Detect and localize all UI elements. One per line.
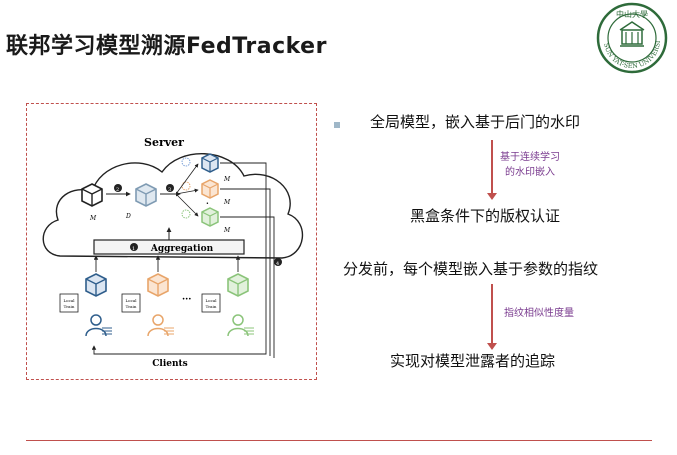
model-cube-blue <box>201 153 219 173</box>
svg-text:中山大學: 中山大學 <box>616 9 648 19</box>
bullet-marker <box>334 122 340 128</box>
svg-text:D: D <box>125 213 131 220</box>
flow-note-2: 指纹相似性度量 <box>504 308 574 319</box>
flow-step-3: 分发前，每个模型嵌入基于参数的指纹 <box>343 260 599 278</box>
watermarked-model-cube <box>135 183 157 207</box>
client-2: Local Train <box>121 273 174 337</box>
svg-text:M: M <box>223 227 231 234</box>
clients-label: Clients <box>152 359 188 369</box>
slide-title: 联邦学习模型溯源FedTracker <box>6 34 327 59</box>
svg-text:Train: Train <box>126 304 137 309</box>
fedtracker-diagram: Server M 2 D 3 M M M · 4 1 Aggregation <box>42 136 304 369</box>
svg-text:4: 4 <box>276 261 279 267</box>
svg-text:···: ··· <box>182 295 191 305</box>
svg-text:M: M <box>223 176 231 183</box>
svg-text:1: 1 <box>132 246 135 252</box>
model-cube-orange <box>201 179 219 199</box>
bottom-divider <box>26 440 652 441</box>
global-model-cube <box>81 183 103 207</box>
svg-text:Local: Local <box>206 298 218 303</box>
svg-text:3: 3 <box>168 187 171 193</box>
flow-note-1: 基于连续学习 的水印嵌入 <box>500 152 560 178</box>
aggregation-label: Aggregation <box>150 244 214 254</box>
model-cube-green <box>201 207 219 227</box>
flow-step-4: 实现对模型泄露者的追踪 <box>390 352 556 370</box>
svg-text:Local: Local <box>126 298 138 303</box>
svg-text:M: M <box>223 199 231 206</box>
svg-text:2: 2 <box>116 187 119 193</box>
svg-text:Local: Local <box>64 298 76 303</box>
university-logo: SUN YAT-SEN UNIVERSITY 中山大學 <box>596 2 668 74</box>
client-1: Local Train <box>59 273 112 337</box>
server-cloud <box>42 153 304 259</box>
client-k: Local Train <box>201 273 254 337</box>
svg-text:M: M <box>89 215 97 222</box>
diagram-frame <box>26 103 317 380</box>
svg-text:Train: Train <box>206 304 217 309</box>
arrow-2 <box>487 284 497 350</box>
server-label: Server <box>144 136 184 149</box>
flow-step-1: 全局模型，嵌入基于后门的水印 <box>370 113 581 131</box>
flow-step-2: 黑盒条件下的版权认证 <box>410 207 561 225</box>
svg-text:Train: Train <box>64 304 75 309</box>
svg-text:·: · <box>206 198 209 208</box>
arrow-1 <box>487 140 497 200</box>
